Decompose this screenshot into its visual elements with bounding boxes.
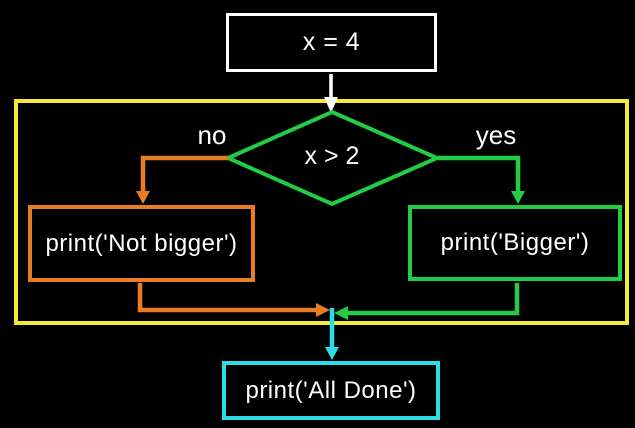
start-to-decision-arrowhead	[324, 97, 338, 113]
not-bigger-box-label: print('Not bigger')	[45, 229, 238, 257]
block-boundary-rect	[14, 99, 629, 325]
bigger-box: print('Bigger')	[408, 205, 622, 281]
yes-branch-label: yes	[475, 120, 517, 150]
yes-branch-arrowhead	[511, 191, 525, 204]
merge-to-end-arrowhead	[325, 347, 339, 360]
no-merge-arrow	[137, 283, 318, 313]
bigger-box-label: print('Bigger')	[440, 229, 590, 256]
no-branch-arrowhead	[136, 191, 150, 204]
no-branch-arrow	[140, 155, 228, 194]
all-done-box: print('All Done')	[222, 361, 440, 420]
no-merge-arrowhead	[316, 303, 330, 317]
yes-merge-arrow	[346, 283, 520, 316]
all-done-box-label: print('All Done')	[245, 376, 417, 404]
not-bigger-box: print('Not bigger')	[28, 205, 255, 282]
start-box-label: x = 4	[302, 28, 361, 56]
start-box: x = 4	[226, 13, 437, 72]
yes-branch-arrow	[436, 155, 521, 194]
decision-label: x > 2	[304, 142, 360, 170]
decision-diamond-shape	[223, 109, 442, 207]
yes-merge-arrowhead	[334, 306, 348, 320]
no-branch-label: no	[197, 120, 227, 150]
